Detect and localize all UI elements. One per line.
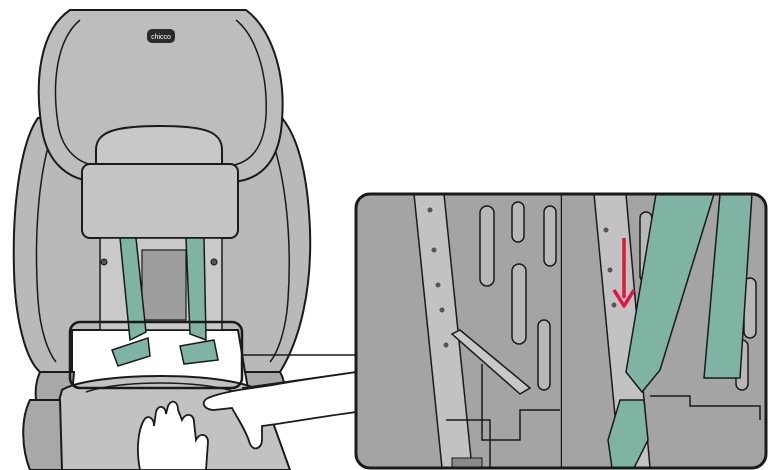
harness-strap-right-lower xyxy=(180,340,218,364)
detail-panel-before xyxy=(356,194,562,468)
seat-base-left xyxy=(23,400,62,470)
seat-back-center-plate xyxy=(142,250,186,320)
zoom-callout xyxy=(356,194,766,468)
harness-strap-right xyxy=(186,238,206,340)
detail-panel-after xyxy=(562,194,766,468)
screw-right xyxy=(211,259,217,265)
headrest-pad xyxy=(82,164,238,238)
brand-logo-text: chicco xyxy=(151,34,171,41)
screw-left xyxy=(101,259,107,265)
harness-strap-left-lower xyxy=(112,338,150,366)
